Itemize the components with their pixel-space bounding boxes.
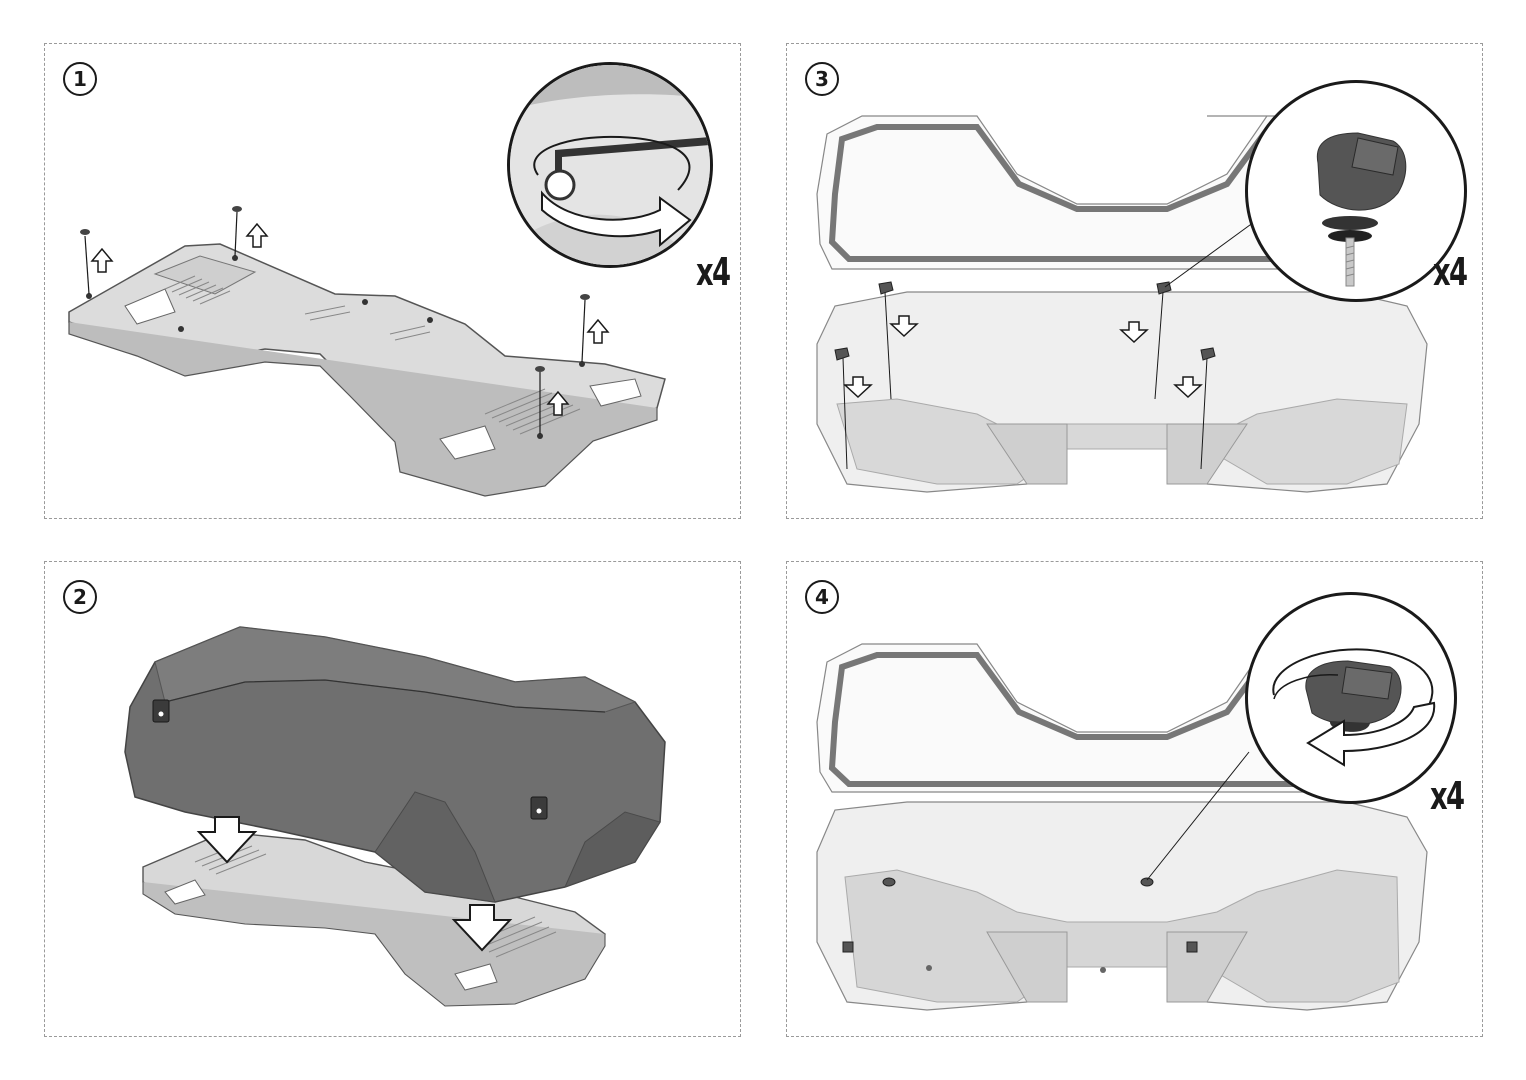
knob-icon [842, 877, 1198, 953]
rotate-arrow-icon [533, 135, 692, 248]
step-3-panel: 3 [786, 43, 1483, 519]
knob-icon [834, 281, 1216, 361]
hex-key-zoom-circle [507, 62, 713, 268]
knob-zoom-circle [1245, 80, 1467, 302]
step-4-panel: 4 x4 [786, 561, 1483, 1037]
latch-icon [152, 699, 548, 820]
hex-key-icon [555, 137, 710, 180]
knob-rotate-zoom-circle [1245, 592, 1457, 804]
quantity-label: x4 [696, 250, 731, 294]
step-number-badge: 1 [63, 62, 97, 96]
screw-icons [80, 206, 590, 372]
step-2-panel: 2 [44, 561, 741, 1037]
quantity-label: x4 [1433, 250, 1468, 294]
box-and-rack-diagram [124, 626, 666, 1007]
down-arrow-icon [196, 816, 513, 952]
knob-icon [1316, 132, 1407, 287]
rotate-arrow-icon [1272, 648, 1436, 767]
step-number-badge: 2 [63, 580, 97, 614]
down-arrow-icon [843, 315, 1203, 399]
step-number-badge: 3 [805, 62, 839, 96]
rack-diagram [68, 206, 666, 497]
step-number-badge: 4 [805, 580, 839, 614]
step-1-panel: 1 [44, 43, 741, 519]
knob-icon [1305, 660, 1402, 732]
up-arrow-icon [90, 222, 610, 416]
quantity-label: x4 [1430, 774, 1465, 818]
